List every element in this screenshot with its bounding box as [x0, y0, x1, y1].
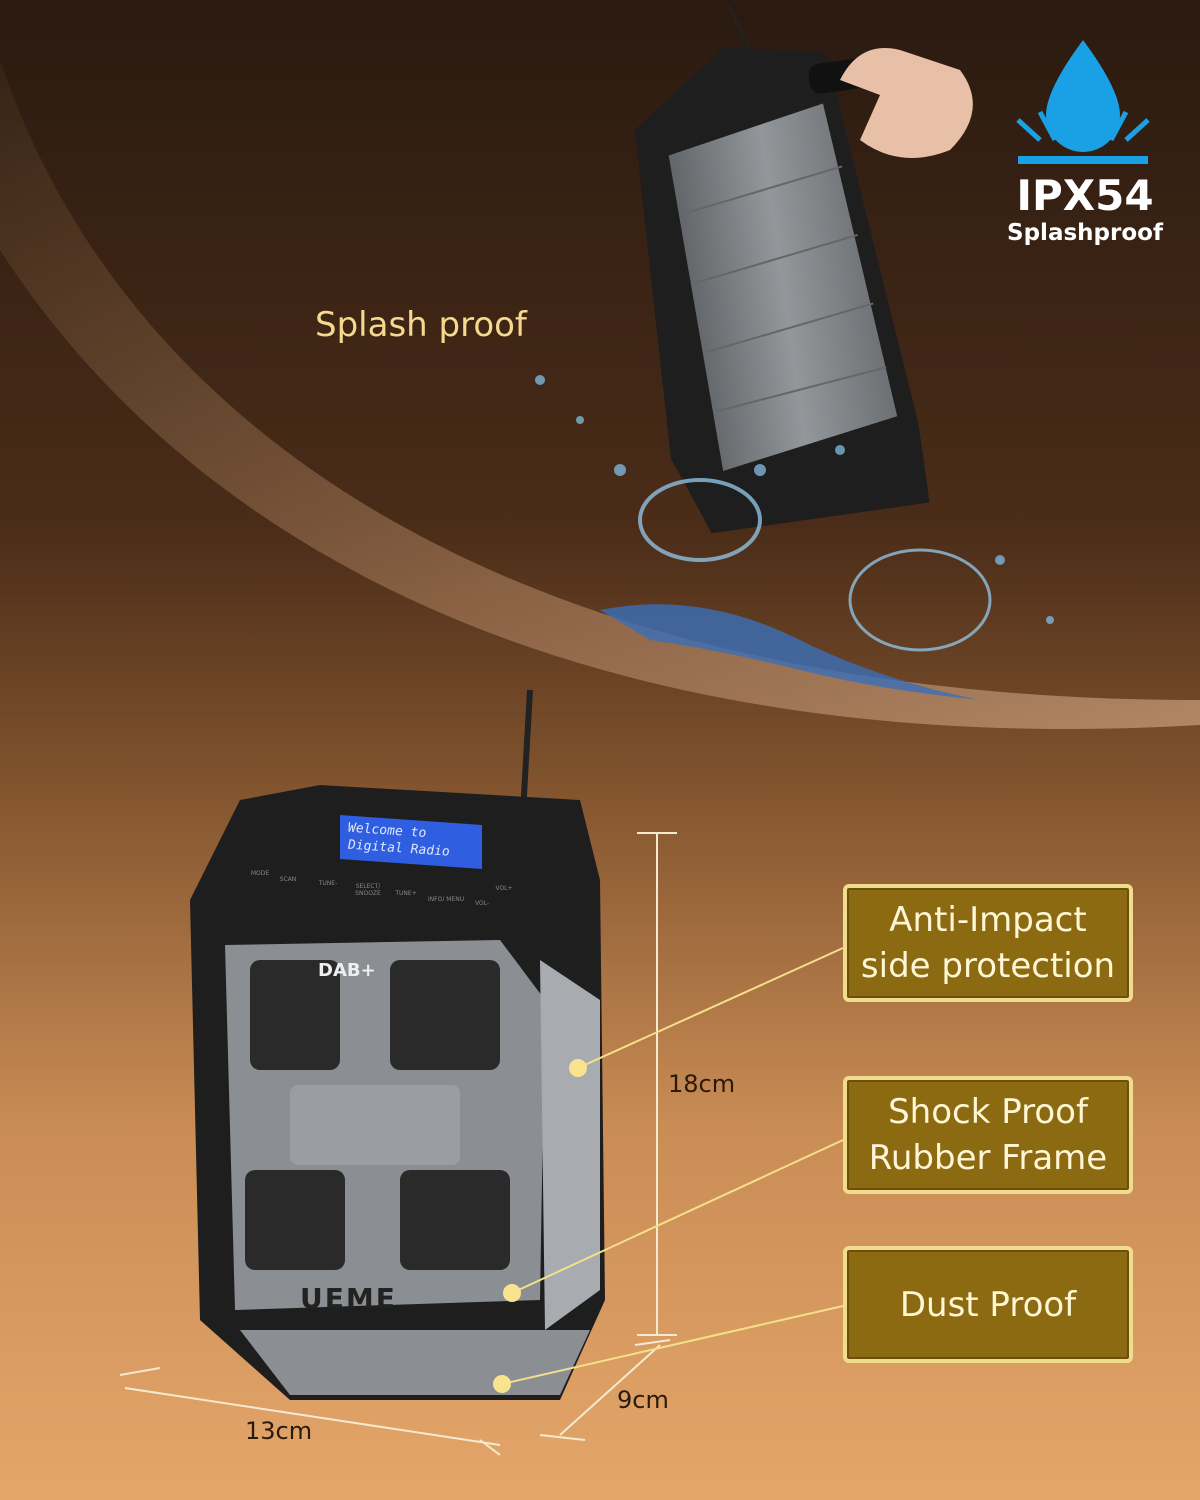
radio-button-vol-down: VOL- — [474, 900, 490, 907]
radio-button-tune-down: TUNE- — [318, 880, 338, 887]
height-dimension: 18cm — [668, 1070, 736, 1098]
callout-anti-impact: Anti-Impact side protection — [843, 884, 1133, 1002]
radio-button-mode: MODE — [250, 870, 270, 877]
radio-button-scan: SCAN — [279, 876, 297, 883]
depth-dimension: 9cm — [617, 1386, 669, 1414]
callout-shock-proof: Shock Proof Rubber Frame — [843, 1076, 1133, 1194]
radio-button-info-menu: INFO/ MENU — [427, 896, 465, 903]
splash-proof-headline: Splash proof — [315, 305, 527, 345]
ipx-rating: IPX54 — [1016, 171, 1154, 220]
brand-logo: UEME — [300, 1282, 397, 1315]
callout-text: Anti-Impact — [889, 900, 1087, 940]
callout-dust-proof: Dust Proof — [843, 1246, 1133, 1363]
water-drop-icon — [1016, 40, 1150, 164]
callout-text: side protection — [860, 946, 1116, 986]
radio-button-select: SELECT/ SNOOZE — [355, 883, 381, 897]
callout-leaders — [501, 947, 844, 1385]
hand — [840, 48, 973, 158]
width-dimension: 13cm — [245, 1417, 313, 1445]
callout-text: Rubber Frame — [868, 1138, 1108, 1178]
radio-illustration — [190, 689, 605, 1400]
callout-text: Dust Proof — [899, 1284, 1077, 1325]
callout-text: Shock Proof — [888, 1092, 1088, 1132]
ipx-badge: IPX54 Splashproof — [1000, 40, 1170, 246]
ipx-label: Splashproof — [1007, 220, 1163, 246]
callout-dots — [493, 1059, 587, 1393]
dimension-lines — [119, 832, 677, 1456]
water-splash — [535, 375, 1054, 700]
hanging-radio — [634, 5, 930, 534]
radio-button-tune-up: TUNE+ — [395, 890, 417, 897]
radio-button-vol-up: VOL+ — [495, 885, 513, 892]
dab-logo: DAB+ — [318, 960, 376, 981]
